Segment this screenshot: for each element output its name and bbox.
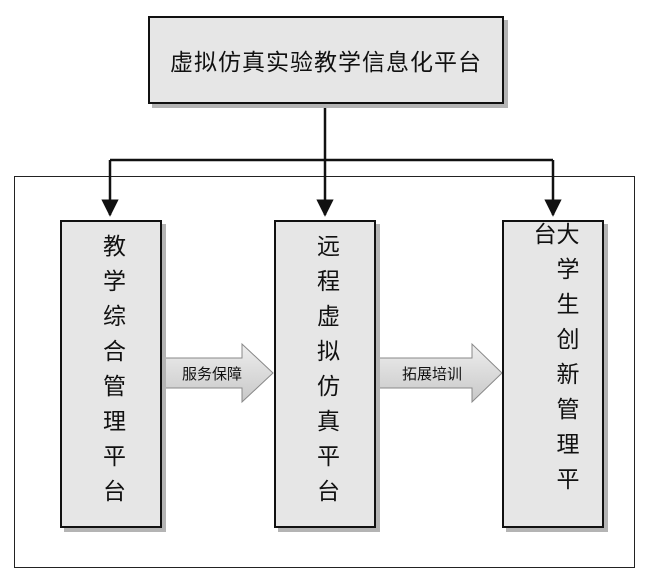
remote-simulation-box: 远程虚拟仿真平台	[274, 220, 376, 528]
innovation-management-box: 大学生创新管理平台	[502, 220, 604, 528]
top-platform-label: 虚拟仿真实验教学信息化平台	[170, 50, 482, 76]
remote-simulation-label: 远程虚拟仿真平台	[312, 234, 339, 514]
innovation-management-label: 大学生创新管理平台	[529, 222, 578, 502]
training-arrow-shape	[376, 342, 503, 404]
service-arrow-shape	[161, 342, 274, 404]
service-arrow-label: 服务保障	[181, 364, 242, 383]
training-arrow-label: 拓展培训	[401, 364, 462, 383]
teaching-management-box: 教学综合管理平台	[60, 220, 162, 528]
teaching-management-label: 教学综合管理平台	[98, 234, 125, 514]
top-platform-box: 虚拟仿真实验教学信息化平台	[148, 16, 504, 104]
